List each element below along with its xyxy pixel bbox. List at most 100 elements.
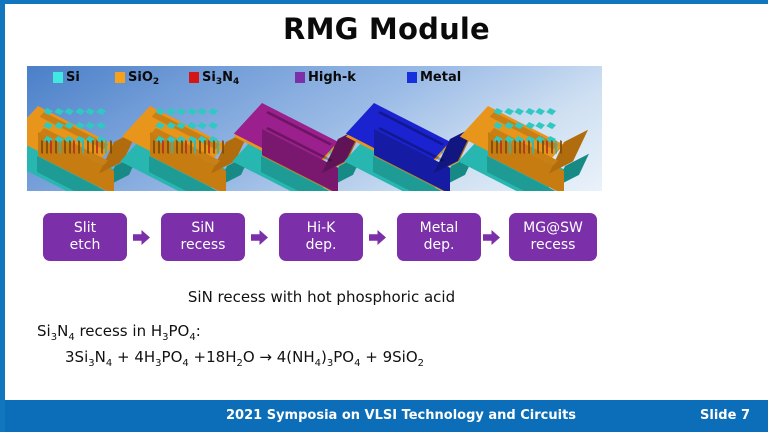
device-stripe xyxy=(176,140,178,155)
contact-pad xyxy=(85,122,95,130)
legend-metal: Metal xyxy=(407,71,461,85)
flow-arrow-icon xyxy=(133,230,150,245)
legend-si-swatch-icon xyxy=(53,72,63,83)
isometric-block xyxy=(344,92,481,191)
footer-slide-number: Slide 7 xyxy=(700,408,750,423)
contact-pad xyxy=(74,108,85,116)
legend-si3n4-swatch-icon xyxy=(189,72,199,83)
contact-pad xyxy=(85,108,95,116)
material-legend: Si SiO2 Si3N4 High-k Metal xyxy=(37,71,597,93)
contact-pad xyxy=(53,108,64,116)
trench-line xyxy=(378,111,444,146)
cap-trench-detail xyxy=(262,103,338,162)
device-stripe xyxy=(54,140,57,155)
legend-sio2: SiO2 xyxy=(115,71,159,87)
device-stripe xyxy=(45,140,48,155)
device-stripe xyxy=(153,140,155,155)
contact-pad xyxy=(197,122,207,130)
flow-step-hik-dep-line2: dep. xyxy=(305,237,337,253)
device-stripe xyxy=(222,140,224,155)
structure-row xyxy=(27,92,602,191)
flow-step-sin-recess-line2: recess xyxy=(180,237,226,253)
device-stripe xyxy=(41,140,43,155)
device-stripe xyxy=(157,140,160,155)
device-stripe xyxy=(82,140,85,155)
contact-pad xyxy=(545,108,556,116)
footer-conference: 2021 Symposia on VLSI Technology and Cir… xyxy=(226,408,577,423)
device-stripe xyxy=(495,140,498,155)
structure-metal-dep xyxy=(344,92,481,191)
flow-arrow-icon xyxy=(251,230,268,245)
device-stripe xyxy=(162,140,165,155)
trench-line xyxy=(266,111,332,146)
isometric-block xyxy=(458,92,595,191)
device-stripe xyxy=(208,140,211,155)
structure-sin-recess xyxy=(120,92,257,191)
legend-si-label: Si xyxy=(66,70,80,85)
device-stripe xyxy=(68,140,71,155)
device-stripe xyxy=(217,140,220,155)
device-stripe xyxy=(50,140,53,155)
device-stripe xyxy=(203,140,206,155)
contact-pad xyxy=(186,108,197,116)
flow-arrow-icon xyxy=(483,230,500,245)
contact-pad xyxy=(514,108,524,116)
device-stripe xyxy=(212,140,215,155)
flow-step-metal-dep-line1: Metal xyxy=(419,220,459,236)
contact-pad xyxy=(503,108,514,116)
device-stripe xyxy=(504,140,507,155)
contact-pad xyxy=(207,122,218,130)
legend-highk-label: High-k xyxy=(308,70,356,85)
device-stripe xyxy=(185,140,188,155)
device-stripe xyxy=(64,140,66,155)
device-stripe xyxy=(509,140,512,155)
device-stripe xyxy=(110,140,112,155)
device-stripe xyxy=(555,140,558,155)
device-stripe xyxy=(537,140,539,155)
contact-pad xyxy=(64,108,74,116)
device-stripe xyxy=(523,140,526,155)
structure-mgsw-recess xyxy=(458,92,595,191)
contact-pad xyxy=(197,108,207,116)
legend-si: Si xyxy=(53,71,80,85)
flow-step-slit-etch-line1: Slit xyxy=(73,220,97,236)
legend-highk: High-k xyxy=(295,71,356,85)
contact-pad xyxy=(176,108,186,116)
device-stripe xyxy=(189,140,192,155)
device-stripe xyxy=(560,140,562,155)
cap-trench-detail xyxy=(374,103,450,162)
device-stripe xyxy=(550,140,553,155)
device-stripe xyxy=(105,140,108,155)
contact-pad xyxy=(207,108,218,116)
legend-metal-label: Metal xyxy=(420,70,462,85)
flow-step-hik-dep-line1: Hi-K xyxy=(306,220,336,236)
flow-arrow-icon xyxy=(369,230,386,245)
contact-pad xyxy=(95,108,106,116)
process-diagram-panel: Si SiO2 Si3N4 High-k Metal xyxy=(27,66,602,191)
structure-hik-dep xyxy=(232,92,369,191)
device-stripe xyxy=(532,140,535,155)
device-stripe xyxy=(194,140,197,155)
legend-sio2-swatch-icon xyxy=(115,72,125,83)
device-stripe xyxy=(180,140,183,155)
device-stripe xyxy=(100,140,103,155)
device-stripe xyxy=(166,140,169,155)
legend-si3n4-label: Si3N4 xyxy=(202,70,240,88)
page-title: RMG Module xyxy=(283,12,490,46)
device-stripe xyxy=(514,140,516,155)
device-stripe xyxy=(59,140,62,155)
device-stripe xyxy=(491,140,493,155)
legend-si3n4: Si3N4 xyxy=(189,70,240,88)
isometric-block xyxy=(27,92,145,191)
device-stripe xyxy=(73,140,76,155)
device-stripe xyxy=(96,140,99,155)
legend-metal-swatch-icon xyxy=(407,72,417,83)
subtitle-caption: SiN recess with hot phosphoric acid xyxy=(187,288,456,306)
